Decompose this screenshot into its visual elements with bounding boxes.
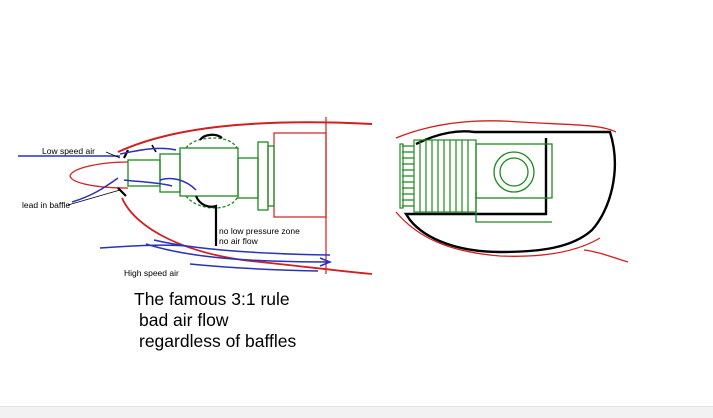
cowl-top-outline: [117, 121, 373, 153]
spinner: [69, 161, 129, 189]
cylinder-fins: [399, 139, 477, 213]
engine-side: [127, 137, 275, 211]
engine-mount-box: [273, 132, 327, 218]
label-no-pressure-zone: no low pressure zone: [219, 226, 300, 236]
front-cowl-red: [395, 120, 629, 263]
bottom-scrollbar-strip: [0, 406, 713, 418]
baffles-side: [117, 133, 223, 246]
caption-line-1: The famous 3:1 rule: [134, 289, 290, 309]
label-low-speed-air: Low speed air: [42, 146, 95, 156]
label-high-speed-air: High speed air: [124, 268, 179, 278]
leader-lines: [67, 151, 217, 230]
caption-line-3: regardless of baffles: [139, 331, 297, 351]
front-cowl-black: [403, 130, 617, 254]
airflow-arrows: [18, 147, 333, 272]
label-lead-in-baffle: lead in baffle: [22, 200, 70, 210]
crankcase-front: [475, 143, 553, 223]
side-view: Low speed air lead in baffle no low pres…: [18, 117, 373, 351]
caption-line-2: bad air flow: [139, 310, 229, 330]
label-no-air-flow: no air flow: [219, 236, 259, 246]
cowl-bottom-outline: [121, 197, 373, 275]
front-view: [395, 120, 629, 263]
